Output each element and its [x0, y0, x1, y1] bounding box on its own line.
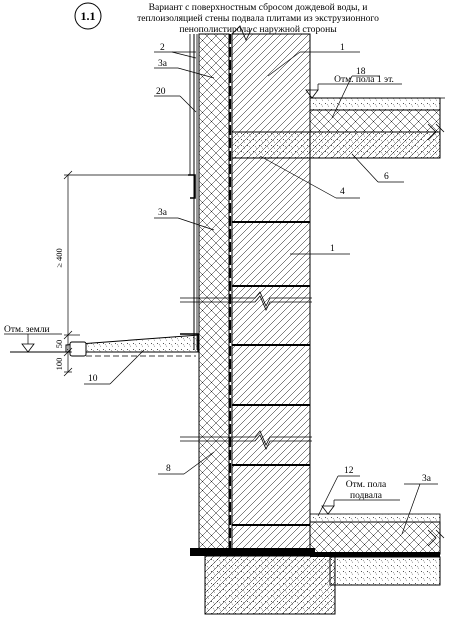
block-wall — [231, 157, 311, 555]
level-ground: Отм. земли — [4, 325, 62, 353]
level-basement-line1: Отм. пола — [346, 480, 387, 490]
level-basement: Отм. пола подвала — [321, 480, 400, 515]
title-line-1: Вариант с поверхностным сбросом дождевой… — [149, 2, 368, 13]
title: Вариант с поверхностным сбросом дождевой… — [137, 2, 379, 35]
level-floor1: Отм. пола 1 эт. — [305, 75, 445, 99]
badge-number: 1.1 — [81, 9, 96, 23]
callout-1-top: 1 — [340, 43, 345, 53]
title-line-3: пенополистирола с наружной стороны — [179, 24, 337, 35]
dimension-lines — [63, 170, 190, 377]
floor-slab — [231, 109, 445, 159]
level-basement-line2: подвала — [350, 491, 383, 501]
badge: 1.1 — [74, 2, 102, 30]
break-lines — [180, 291, 312, 450]
callout-numbers: 2 3а 20 1 18 4 6 3а 1 10 8 12 3а — [88, 43, 432, 484]
blind-area — [10, 333, 200, 357]
dimension-min-height: ≥ 400 — [54, 248, 64, 268]
callout-12: 12 — [344, 466, 354, 476]
level-ground-label: Отм. земли — [4, 325, 50, 335]
callout-3a-mid: 3а — [158, 208, 168, 218]
callout-1-mid: 1 — [330, 244, 335, 254]
dimension-100: 100 — [54, 358, 64, 371]
callout-4: 4 — [340, 187, 345, 197]
level-floor1-label: Отм. пола 1 эт. — [334, 75, 394, 85]
callout-10: 10 — [88, 374, 98, 384]
callout-3a-top: 3а — [158, 59, 168, 69]
break-mark — [231, 25, 253, 41]
callout-2: 2 — [160, 43, 165, 53]
title-line-2: теплоизоляцией стены подвала плитами из … — [137, 13, 379, 24]
foundation — [190, 548, 336, 615]
callout-6: 6 — [384, 172, 389, 182]
basement-break-mark — [427, 529, 445, 547]
callout-20: 20 — [156, 87, 166, 97]
exterior-insulation — [189, 33, 230, 555]
slab-break-mark — [427, 123, 445, 141]
dimension-50: 50 — [54, 340, 64, 349]
callout-8: 8 — [166, 464, 171, 474]
callout-18: 18 — [356, 67, 366, 77]
leader-lines — [84, 51, 438, 535]
callout-3a-bottom: 3а — [422, 474, 432, 484]
drip-flashing — [188, 174, 196, 199]
basement-floor — [309, 513, 445, 586]
